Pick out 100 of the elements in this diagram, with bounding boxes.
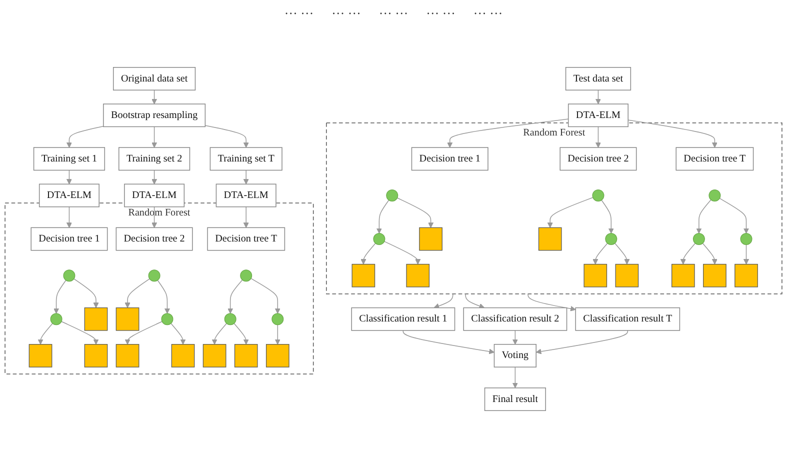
arrow — [243, 170, 249, 184]
arrow — [434, 294, 454, 309]
arrow — [595, 126, 601, 148]
node-circle — [50, 313, 62, 326]
arrow — [152, 126, 158, 148]
node-circle — [148, 270, 160, 282]
node-box — [116, 307, 140, 331]
node-box: DTA-ELM — [38, 184, 100, 208]
node-circle — [605, 233, 618, 245]
node-box: Decision tree 2 — [560, 147, 637, 171]
node-box — [84, 307, 108, 331]
arrow — [512, 330, 518, 345]
node-box — [703, 264, 726, 288]
node-box — [615, 264, 639, 288]
arrow — [465, 294, 485, 309]
arrow — [536, 330, 628, 354]
node-box — [84, 344, 108, 368]
node-box: DTA-ELM — [216, 184, 276, 208]
node-box: Voting — [494, 344, 536, 368]
arrow — [152, 170, 158, 184]
arrow — [234, 323, 249, 345]
arrow — [170, 323, 186, 345]
arrow — [402, 330, 494, 354]
node-box — [671, 264, 695, 288]
arrow — [628, 120, 718, 148]
node-box: Decision tree T — [676, 147, 754, 171]
arrow — [157, 280, 170, 314]
node-box: Final result — [484, 388, 546, 411]
node-box — [116, 344, 140, 368]
arrow — [592, 242, 608, 264]
arrow — [360, 242, 376, 264]
arrow — [66, 126, 104, 148]
node-circle — [386, 189, 398, 202]
arrow — [61, 321, 99, 345]
arrow — [396, 198, 434, 228]
arrow — [274, 324, 280, 345]
node-box — [584, 264, 608, 288]
node-box: Classification result 2 — [463, 307, 568, 331]
arrow — [38, 323, 53, 345]
arrow — [528, 294, 576, 312]
node-box: Bootstrap resampling — [103, 104, 206, 128]
node-box — [202, 344, 226, 368]
arrow — [547, 197, 594, 228]
ellipsis-text: … … — [378, 2, 408, 18]
node-box: Training set 1 — [33, 147, 106, 171]
node-circle — [592, 189, 604, 202]
arrow — [250, 278, 280, 314]
arrow — [376, 200, 390, 234]
node-circle — [373, 233, 386, 245]
node-circle — [224, 313, 236, 326]
arrow — [74, 278, 99, 308]
node-circle — [740, 233, 752, 245]
node-box — [28, 344, 52, 368]
node-box: Test data set — [565, 67, 632, 90]
node-box: DTA-ELM — [124, 184, 185, 208]
ellipsis-text: … … — [284, 2, 314, 18]
arrow — [228, 280, 243, 314]
node-box: Decision tree 1 — [411, 147, 488, 171]
ellipsis-text: … … — [426, 2, 456, 18]
node-box — [234, 344, 258, 368]
arrow — [66, 170, 72, 184]
arrow — [212, 323, 227, 345]
ellipsis-text: … … — [473, 2, 503, 18]
node-circle — [692, 233, 705, 245]
node-circle — [272, 313, 284, 326]
arrow — [152, 90, 158, 104]
arrow — [614, 242, 630, 264]
node-box: Classification result T — [575, 307, 680, 331]
arrow — [243, 206, 249, 228]
node-box: Decision tree 2 — [116, 227, 193, 251]
arrow — [384, 241, 421, 264]
node-box: Decision tree T — [207, 227, 286, 251]
node-box — [419, 227, 442, 251]
arrow — [124, 321, 162, 345]
arrow — [204, 125, 249, 148]
node-box: Decision tree 1 — [30, 227, 108, 251]
arrow — [512, 366, 518, 388]
ellipsis-text: … … — [332, 2, 361, 18]
node-circle — [708, 189, 721, 202]
node-circle — [63, 270, 76, 282]
node-box — [171, 344, 195, 368]
node-circle — [240, 270, 252, 282]
node-box — [538, 227, 562, 251]
node-box — [406, 264, 430, 288]
arrow — [719, 198, 750, 234]
arrow — [696, 199, 712, 234]
node-box — [734, 264, 758, 288]
arrow — [66, 206, 72, 228]
arrow — [702, 242, 718, 264]
arrow — [601, 200, 614, 234]
node-box: Original data set — [113, 67, 196, 90]
arrow — [124, 278, 150, 308]
arrow — [447, 118, 569, 148]
node-box — [352, 264, 376, 288]
node-box: Classification result 1 — [351, 307, 456, 331]
node-box: Training set 2 — [118, 147, 190, 171]
node-box: Training set T — [210, 147, 282, 171]
arrow — [595, 90, 601, 104]
arrow — [152, 206, 158, 228]
node-box: DTA-ELM — [568, 104, 628, 128]
